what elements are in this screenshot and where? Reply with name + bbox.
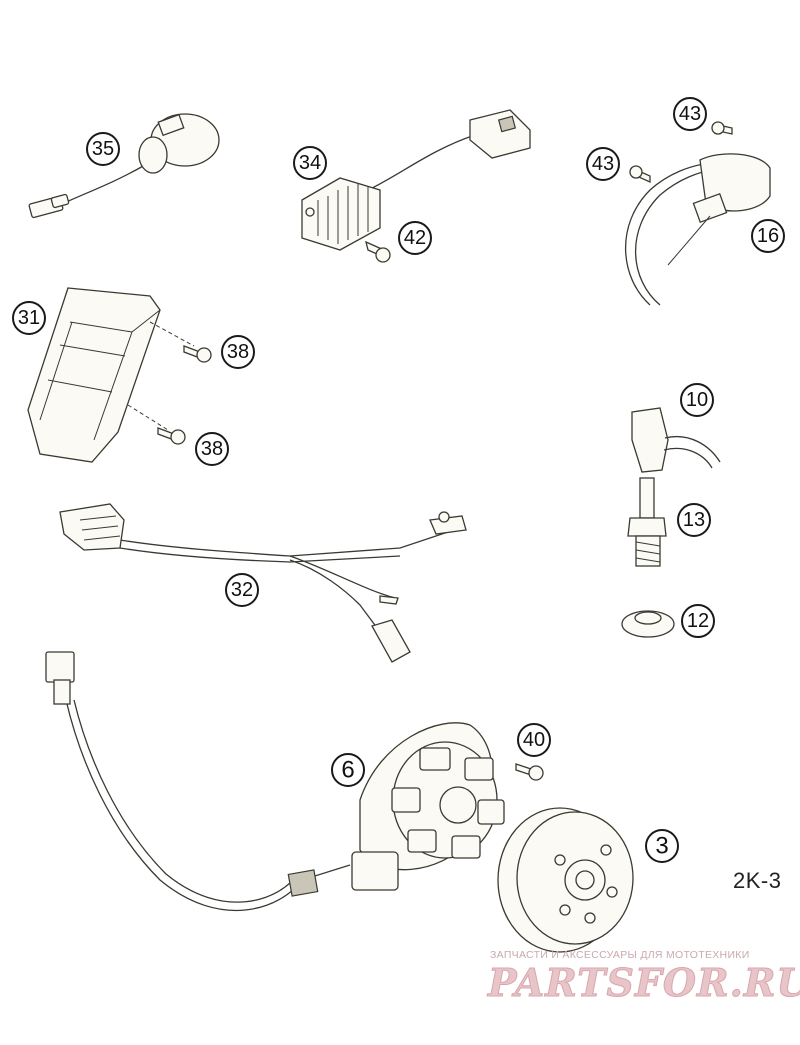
svg-text:32: 32 <box>231 579 253 601</box>
svg-text:40: 40 <box>523 729 545 751</box>
callout-34: 34 <box>293 146 327 180</box>
callout-16: 16 <box>751 219 785 253</box>
callout-40: 40 <box>517 723 551 757</box>
part-32-wiring-harness <box>59 503 467 663</box>
callout-12: 12 <box>681 604 715 638</box>
part-35-suppressor <box>28 113 220 219</box>
svg-text:42: 42 <box>404 227 426 249</box>
part-34-regulator <box>301 109 531 251</box>
svg-text:35: 35 <box>92 138 114 160</box>
svg-text:10: 10 <box>686 389 708 411</box>
callout-43-left: 43 <box>586 147 620 181</box>
callout-38-top: 38 <box>221 335 255 369</box>
part-13-spark-plug <box>627 477 667 567</box>
diagram-code: 2K-3 <box>733 868 782 893</box>
callout-10: 10 <box>680 383 714 417</box>
watermark-logo: PARTSFOR.RU <box>488 960 800 1006</box>
part-12-seal <box>621 610 675 638</box>
callout-43-top: 43 <box>673 97 707 131</box>
svg-text:34: 34 <box>299 152 321 174</box>
watermark-tagline: ЗАПЧАСТИ И АКСЕССУАРЫ ДЛЯ МОТОТЕХНИКИ <box>490 949 750 961</box>
svg-text:43: 43 <box>679 103 701 125</box>
part-6-stator <box>45 651 505 912</box>
part-3-flywheel <box>497 807 634 953</box>
part-16-ignition-coil <box>624 153 771 306</box>
callout-32: 32 <box>225 573 259 607</box>
callout-38-bottom: 38 <box>195 432 229 466</box>
svg-text:38: 38 <box>201 438 223 460</box>
svg-text:43: 43 <box>592 153 614 175</box>
part-10-plug-cap <box>631 407 721 473</box>
svg-text:12: 12 <box>687 610 709 632</box>
part-43-bolts <box>629 121 733 184</box>
part-42-screw <box>365 240 391 263</box>
svg-text:6: 6 <box>341 757 354 784</box>
part-31-cdi-unit <box>27 287 195 463</box>
part-40-bolt <box>515 763 544 781</box>
callout-3: 3 <box>645 829 679 863</box>
svg-text:16: 16 <box>757 225 779 247</box>
callout-31: 31 <box>12 301 46 335</box>
callout-6: 6 <box>331 753 365 787</box>
svg-text:3: 3 <box>655 833 668 860</box>
callout-13: 13 <box>677 503 711 537</box>
part-38-screws <box>157 345 212 445</box>
svg-text:31: 31 <box>18 307 40 329</box>
svg-text:13: 13 <box>683 509 705 531</box>
callout-42: 42 <box>398 221 432 255</box>
callout-35: 35 <box>86 132 120 166</box>
svg-text:38: 38 <box>227 341 249 363</box>
